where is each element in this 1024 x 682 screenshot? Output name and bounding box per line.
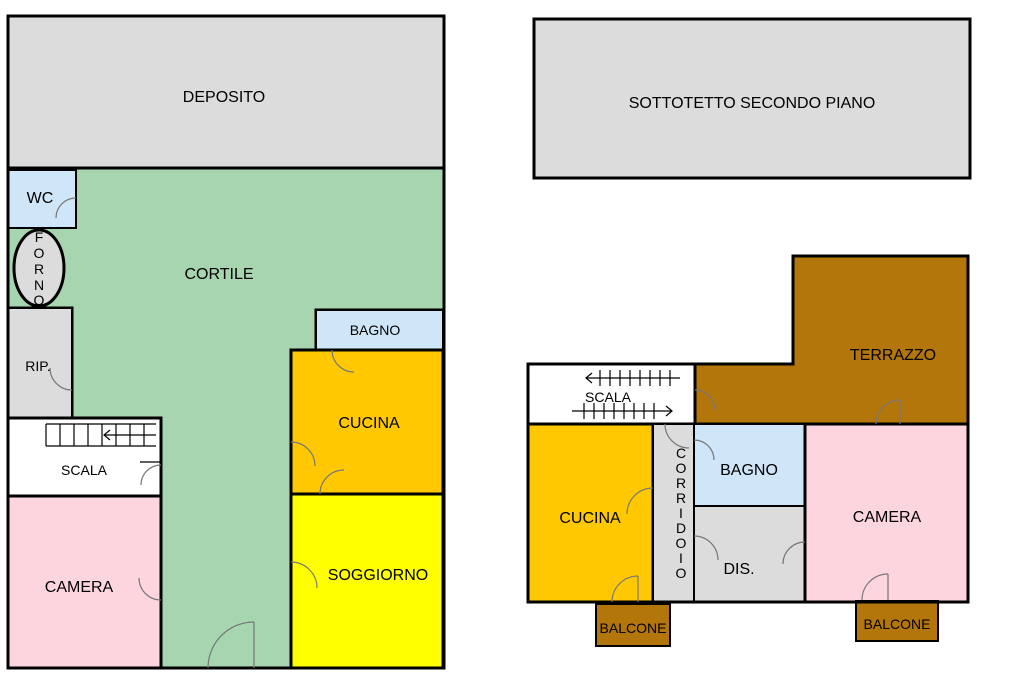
deposito-room	[6, 14, 446, 170]
ground-floor-plan: DEPOSITO CORTILE WC F O R N O RIP. BAGNO…	[6, 14, 446, 670]
camera-ground-room	[6, 494, 163, 670]
deposito-label: DEPOSITO	[183, 89, 265, 106]
balcone-left	[595, 603, 671, 647]
bagno-upper-label: BAGNO	[720, 462, 778, 479]
terrazzo-area	[693, 254, 970, 426]
balcone-right	[855, 600, 939, 642]
cortile-label: CORTILE	[184, 266, 253, 283]
dis-room	[693, 505, 806, 603]
wc-room	[7, 169, 77, 229]
forno-letter-1: F	[35, 229, 44, 245]
cucina-ground-label: CUCINA	[338, 415, 400, 432]
corridoio-letter-7: O	[676, 535, 687, 551]
dis-label: DIS.	[723, 561, 754, 578]
corridoio-letter-5: I	[679, 505, 683, 521]
balcone-left-label: BALCONE	[600, 620, 667, 636]
corridoio-letter-8: I	[679, 550, 683, 566]
forno-letter-5: O	[34, 292, 45, 308]
bagno-ground-label: BAGNO	[350, 322, 401, 338]
ground-outer-wall	[6, 14, 446, 670]
balcone-right-label: BALCONE	[864, 616, 931, 632]
corridoio-label: C O R R I D O I O	[676, 445, 687, 581]
corridoio-letter-3: R	[676, 475, 686, 491]
scala-upper-label: SCALA	[585, 389, 632, 405]
terrazzo-label: TERRAZZO	[850, 347, 936, 364]
forno-letter-2: O	[34, 245, 45, 261]
soggiorno-label: SOGGIORNO	[328, 567, 428, 584]
scala-ground-label: SCALA	[61, 462, 108, 478]
corridoio-letter-2: O	[676, 460, 687, 476]
camera-upper-room	[803, 422, 970, 604]
sottotetto-label: SOTTOTETTO SECONDO PIANO	[629, 95, 876, 112]
rip-room	[7, 307, 73, 419]
upper-doors	[611, 389, 901, 603]
cucina-upper-label: CUCINA	[559, 510, 621, 527]
scala-ground-room	[6, 416, 163, 498]
stairs-ground	[45, 423, 161, 463]
corridoio-room	[652, 423, 695, 603]
bagno-ground-room	[315, 309, 444, 351]
corridoio-letter-6: D	[676, 520, 686, 536]
wc-label: WC	[27, 190, 54, 207]
stairs-upper	[572, 370, 680, 419]
sottotetto-room	[532, 17, 972, 180]
upper-floor-plan: SOTTOTETTO SECONDO PIANO TERRAZZO SCALA …	[526, 17, 972, 647]
corridoio-letter-1: C	[676, 445, 686, 461]
corridoio-letter-9: O	[676, 565, 687, 581]
corridoio-letter-4: R	[676, 490, 686, 506]
upper-outer-wall	[526, 254, 970, 604]
ground-doors	[49, 197, 355, 669]
rip-label: RIP.	[25, 358, 50, 374]
forno-letter-4: N	[34, 277, 44, 293]
camera-ground-label: CAMERA	[45, 579, 114, 596]
forno-oval	[12, 228, 66, 308]
forno-label: F O R N O	[34, 229, 45, 308]
camera-upper-label: CAMERA	[853, 509, 922, 526]
forno-letter-3: R	[34, 261, 44, 277]
